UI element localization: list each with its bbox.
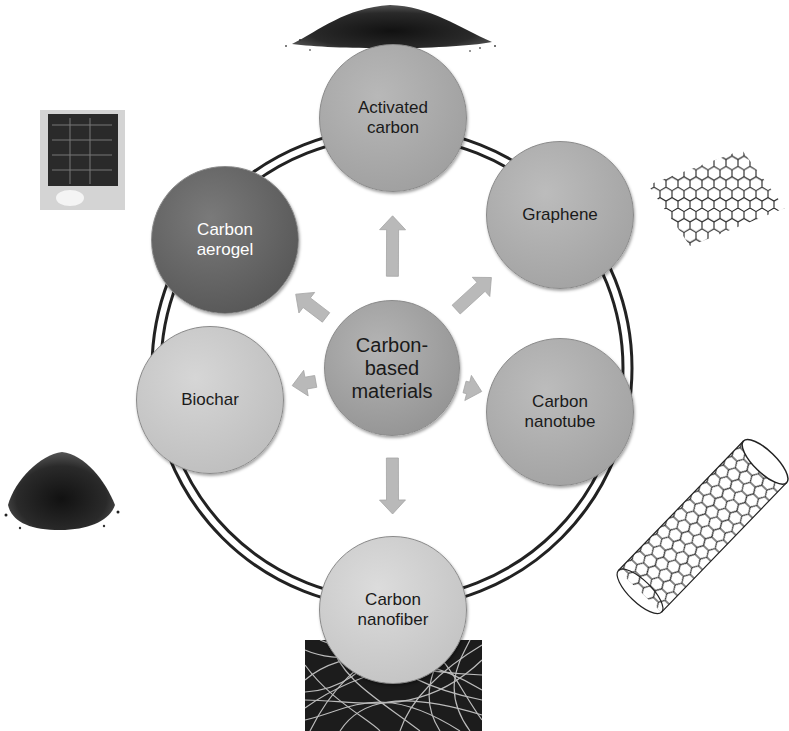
node-label: Biochar xyxy=(155,390,265,410)
block-arrow xyxy=(380,216,406,276)
aerogel-photo xyxy=(40,110,125,210)
node-label: Carbon nanotube xyxy=(510,392,610,431)
text-stack: Carbon-based materials xyxy=(342,334,442,403)
arrow-shape xyxy=(380,216,406,276)
material-circle: Graphene xyxy=(486,141,634,289)
block-arrow xyxy=(292,370,317,396)
material-circle: Carbon nanotube xyxy=(486,338,634,486)
text-stack: Carbon nanofiber xyxy=(343,590,443,629)
text-stack: Carbon aerogel xyxy=(175,220,275,259)
node-label: Carbon aerogel xyxy=(175,220,275,259)
material-circle: Activated carbon xyxy=(319,44,467,192)
text-stack: Biochar xyxy=(155,390,265,410)
node-label: Carbon-based materials xyxy=(342,334,442,403)
text-stack: Carbon nanotube xyxy=(510,392,610,431)
arrow-shape xyxy=(296,292,330,322)
graphene-sheet xyxy=(648,150,785,246)
text-stack: Activated carbon xyxy=(343,98,443,137)
nanotube xyxy=(611,433,789,620)
block-arrow xyxy=(296,292,330,322)
material-circle: Carbon aerogel xyxy=(151,166,299,314)
biochar-pile xyxy=(5,452,120,530)
center-circle: Carbon-based materials xyxy=(324,300,460,436)
node-label: Graphene xyxy=(505,205,615,225)
node-label: Activated carbon xyxy=(343,98,443,137)
text-stack: Graphene xyxy=(505,205,615,225)
arrow-shape xyxy=(452,277,491,314)
block-arrow xyxy=(463,375,482,400)
arrow-shape xyxy=(380,458,406,514)
block-arrow xyxy=(380,458,406,514)
material-circle: Biochar xyxy=(136,326,284,474)
node-label: Carbon nanofiber xyxy=(343,590,443,629)
material-circle: Carbon nanofiber xyxy=(319,536,467,684)
arrow-shape xyxy=(463,375,482,400)
arrow-shape xyxy=(292,370,317,396)
block-arrow xyxy=(452,277,491,314)
